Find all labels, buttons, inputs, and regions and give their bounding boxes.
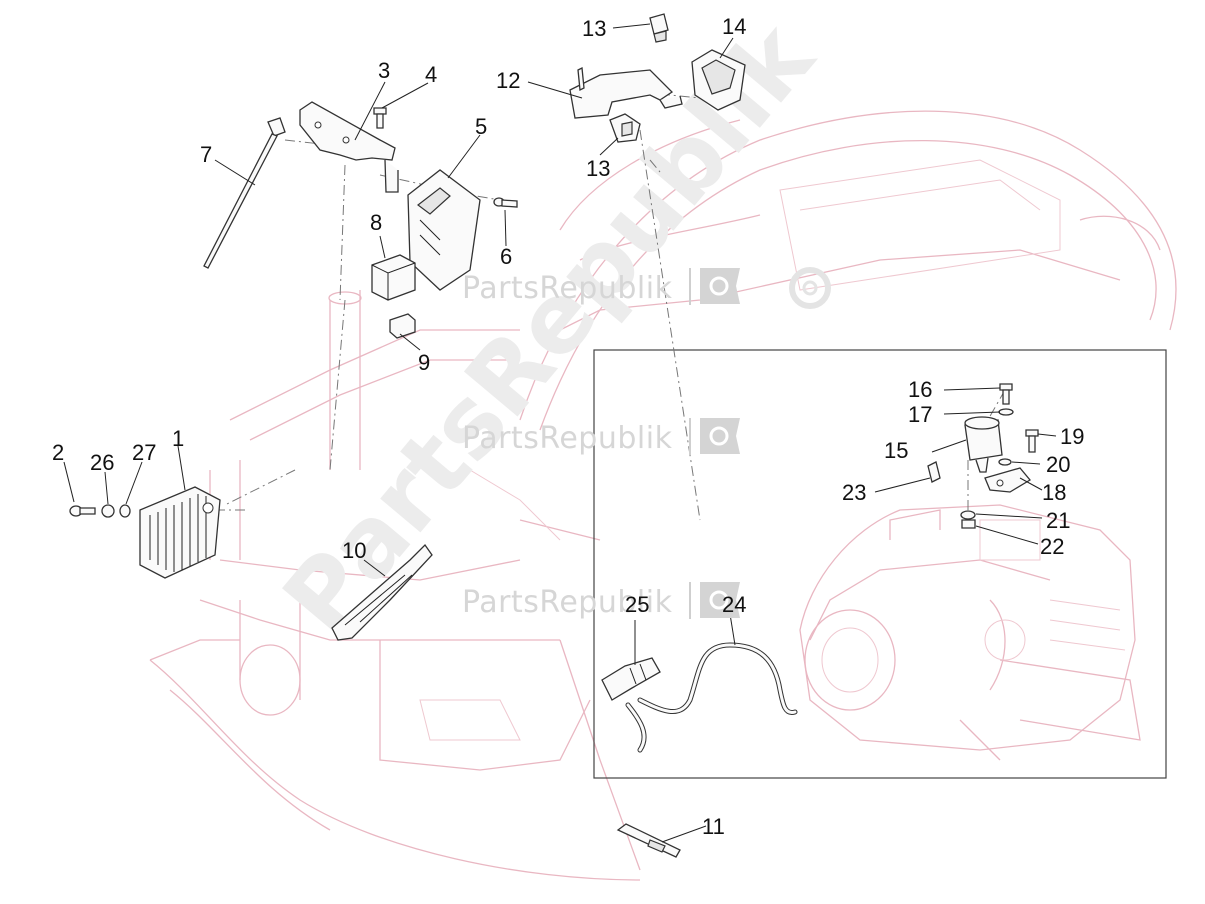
- fuse-box: [691, 49, 746, 111]
- callout-19: 19: [1060, 424, 1084, 449]
- callout-20: 20: [1046, 452, 1070, 477]
- callout-7: 7: [200, 142, 212, 167]
- callout-labels: 1 2 3 4 5 6 7 8 9 10 11 12 13 13 14 15 1…: [52, 14, 1084, 839]
- washer-27: [119, 504, 131, 518]
- callout-21: 21: [1046, 508, 1070, 533]
- callout-26: 26: [90, 450, 114, 475]
- solenoid-screw: [999, 383, 1013, 405]
- connector-lower: [609, 113, 641, 143]
- gear-flag-icon: [700, 582, 740, 618]
- bracket-screw: [373, 107, 387, 129]
- regulator-screw: [69, 505, 96, 517]
- relay-holder: [389, 313, 416, 339]
- relay: [371, 254, 416, 301]
- callout-10: 10: [342, 538, 366, 563]
- starter-solenoid: [964, 416, 1003, 473]
- callout-12: 12: [496, 68, 520, 93]
- speed-sensor: [601, 657, 661, 701]
- ecu-screw: [493, 197, 518, 208]
- callout-4: 4: [425, 62, 437, 87]
- svg-text:PartsRepublik: PartsRepublik: [462, 585, 673, 620]
- callout-27: 27: [132, 440, 156, 465]
- cable-cover: [331, 543, 433, 641]
- callout-25: 25: [625, 592, 649, 617]
- engine-ghost: [799, 504, 1141, 761]
- plate-washer: [998, 458, 1012, 466]
- callout-5: 5: [475, 114, 487, 139]
- svg-text:PartsRepublik: PartsRepublik: [462, 271, 673, 306]
- callout-2: 2: [52, 440, 64, 465]
- washer-26: [101, 504, 115, 518]
- cable-clip: [616, 823, 681, 858]
- callout-23: 23: [842, 480, 866, 505]
- cable-tie: [203, 117, 286, 269]
- starter-cable: [625, 642, 798, 753]
- spacer: [961, 519, 976, 529]
- svg-text:PartsRepublik: PartsRepublik: [462, 421, 673, 456]
- callout-6: 6: [500, 244, 512, 269]
- callout-13-bottom: 13: [586, 156, 610, 181]
- callout-18: 18: [1042, 480, 1066, 505]
- callout-17: 17: [908, 402, 932, 427]
- callout-1: 1: [172, 426, 184, 451]
- leader-lines: [63, 23, 1057, 843]
- mounting-plate: [984, 467, 1031, 493]
- small-fitting: [927, 461, 941, 483]
- engine-detail-inset: [593, 349, 1167, 779]
- solenoid-washer: [998, 408, 1014, 416]
- callout-24: 24: [722, 592, 746, 617]
- callout-16: 16: [908, 377, 932, 402]
- control-unit: [407, 169, 481, 291]
- connector-upper: [649, 13, 669, 43]
- watermark-gear-large: [789, 267, 831, 309]
- gear-flag-icon: [700, 418, 740, 454]
- callout-11: 11: [702, 814, 725, 839]
- watermark-2: PartsRepublik: [462, 418, 740, 456]
- callout-3: 3: [378, 58, 390, 83]
- callout-14: 14: [722, 14, 746, 39]
- watermark-1: PartsRepublik: [462, 268, 740, 306]
- callout-8: 8: [370, 210, 382, 235]
- grommet: [960, 510, 976, 520]
- callout-15: 15: [884, 438, 908, 463]
- support-bracket: [569, 66, 683, 119]
- ecu-bracket: [299, 101, 399, 193]
- callout-13-top: 13: [582, 16, 606, 41]
- gear-flag-icon: [700, 268, 740, 304]
- callout-22: 22: [1040, 534, 1064, 559]
- watermark-3: PartsRepublik: [462, 582, 740, 620]
- callout-9: 9: [418, 350, 430, 375]
- plate-screw: [1025, 429, 1039, 453]
- scooter-frame-outline: [149, 110, 1177, 881]
- voltage-regulator: [139, 486, 221, 579]
